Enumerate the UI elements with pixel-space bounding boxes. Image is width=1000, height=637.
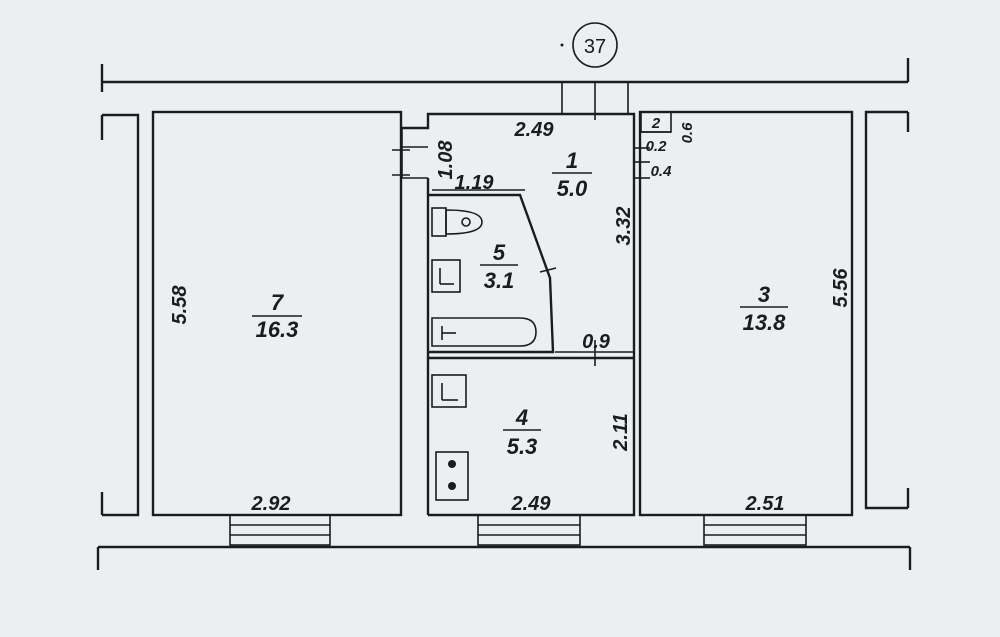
dim-r1-door-height: 1.08 bbox=[435, 140, 457, 180]
dim-r7-height: 5.58 bbox=[169, 285, 191, 325]
room-5-outline bbox=[428, 189, 555, 354]
room-5-number: 5 bbox=[493, 240, 506, 265]
room-3-number: 3 bbox=[758, 282, 770, 307]
room-1-label: 1 5.0 bbox=[552, 148, 592, 201]
dim-r3-height: 5.56 bbox=[830, 268, 852, 308]
right-outer-wall bbox=[864, 110, 910, 510]
room-2-closet bbox=[634, 111, 672, 179]
central-block-outline bbox=[401, 112, 636, 517]
room-7-area: 16.3 bbox=[256, 317, 299, 342]
room-4-label: 4 5.3 bbox=[503, 405, 541, 459]
bathtub-fixture bbox=[431, 317, 537, 347]
window-room-4 bbox=[477, 514, 581, 546]
dim-r5-gap: 0.9 bbox=[582, 331, 611, 353]
dim-r4-width: 2.49 bbox=[511, 493, 552, 515]
room-3-label: 3 13.8 bbox=[740, 282, 788, 335]
sink-fixture-r4 bbox=[431, 374, 467, 408]
room-4-area: 5.3 bbox=[507, 434, 538, 459]
dim-r1-top-width: 2.49 bbox=[514, 119, 555, 141]
toilet-fixture bbox=[431, 207, 483, 237]
dim-r2-width: 0.6 bbox=[679, 122, 696, 144]
room-2-number: 2 bbox=[651, 115, 661, 132]
left-outer-wall bbox=[100, 113, 140, 517]
room-5-label: 5 3.1 bbox=[480, 240, 518, 293]
room-5-area: 3.1 bbox=[484, 268, 515, 293]
dim-r7-width: 2.92 bbox=[251, 493, 291, 515]
dim-r4-height: 2.11 bbox=[610, 413, 632, 451]
room-3-area: 13.8 bbox=[743, 310, 787, 335]
wall-ticks bbox=[392, 149, 596, 366]
window-room-7 bbox=[229, 514, 331, 546]
axis-marker: 37 bbox=[560, 22, 618, 68]
room-4-number: 4 bbox=[515, 405, 528, 430]
vent-duct bbox=[561, 81, 629, 120]
dim-r3-width: 2.51 bbox=[745, 493, 785, 515]
dim-r1-bath-width: 1.19 bbox=[455, 172, 495, 194]
room-7-label: 7 16.3 bbox=[252, 290, 302, 342]
room-7-number: 7 bbox=[271, 290, 285, 315]
window-room-3 bbox=[703, 514, 807, 546]
top-dimension-line bbox=[100, 58, 910, 92]
bottom-dimension-line bbox=[96, 545, 912, 570]
axis-marker-label: 37 bbox=[584, 36, 606, 58]
sink-fixture-r5 bbox=[431, 259, 461, 293]
room-1-number: 1 bbox=[566, 148, 578, 173]
room-2-area: 0.2 bbox=[646, 138, 668, 155]
dim-r2-lower: 0.4 bbox=[651, 163, 673, 180]
dim-r1-height: 3.32 bbox=[613, 207, 635, 246]
room-2-label: 2 0.2 bbox=[646, 115, 668, 155]
room-1-area: 5.0 bbox=[557, 176, 588, 201]
stove-fixture bbox=[435, 451, 469, 501]
